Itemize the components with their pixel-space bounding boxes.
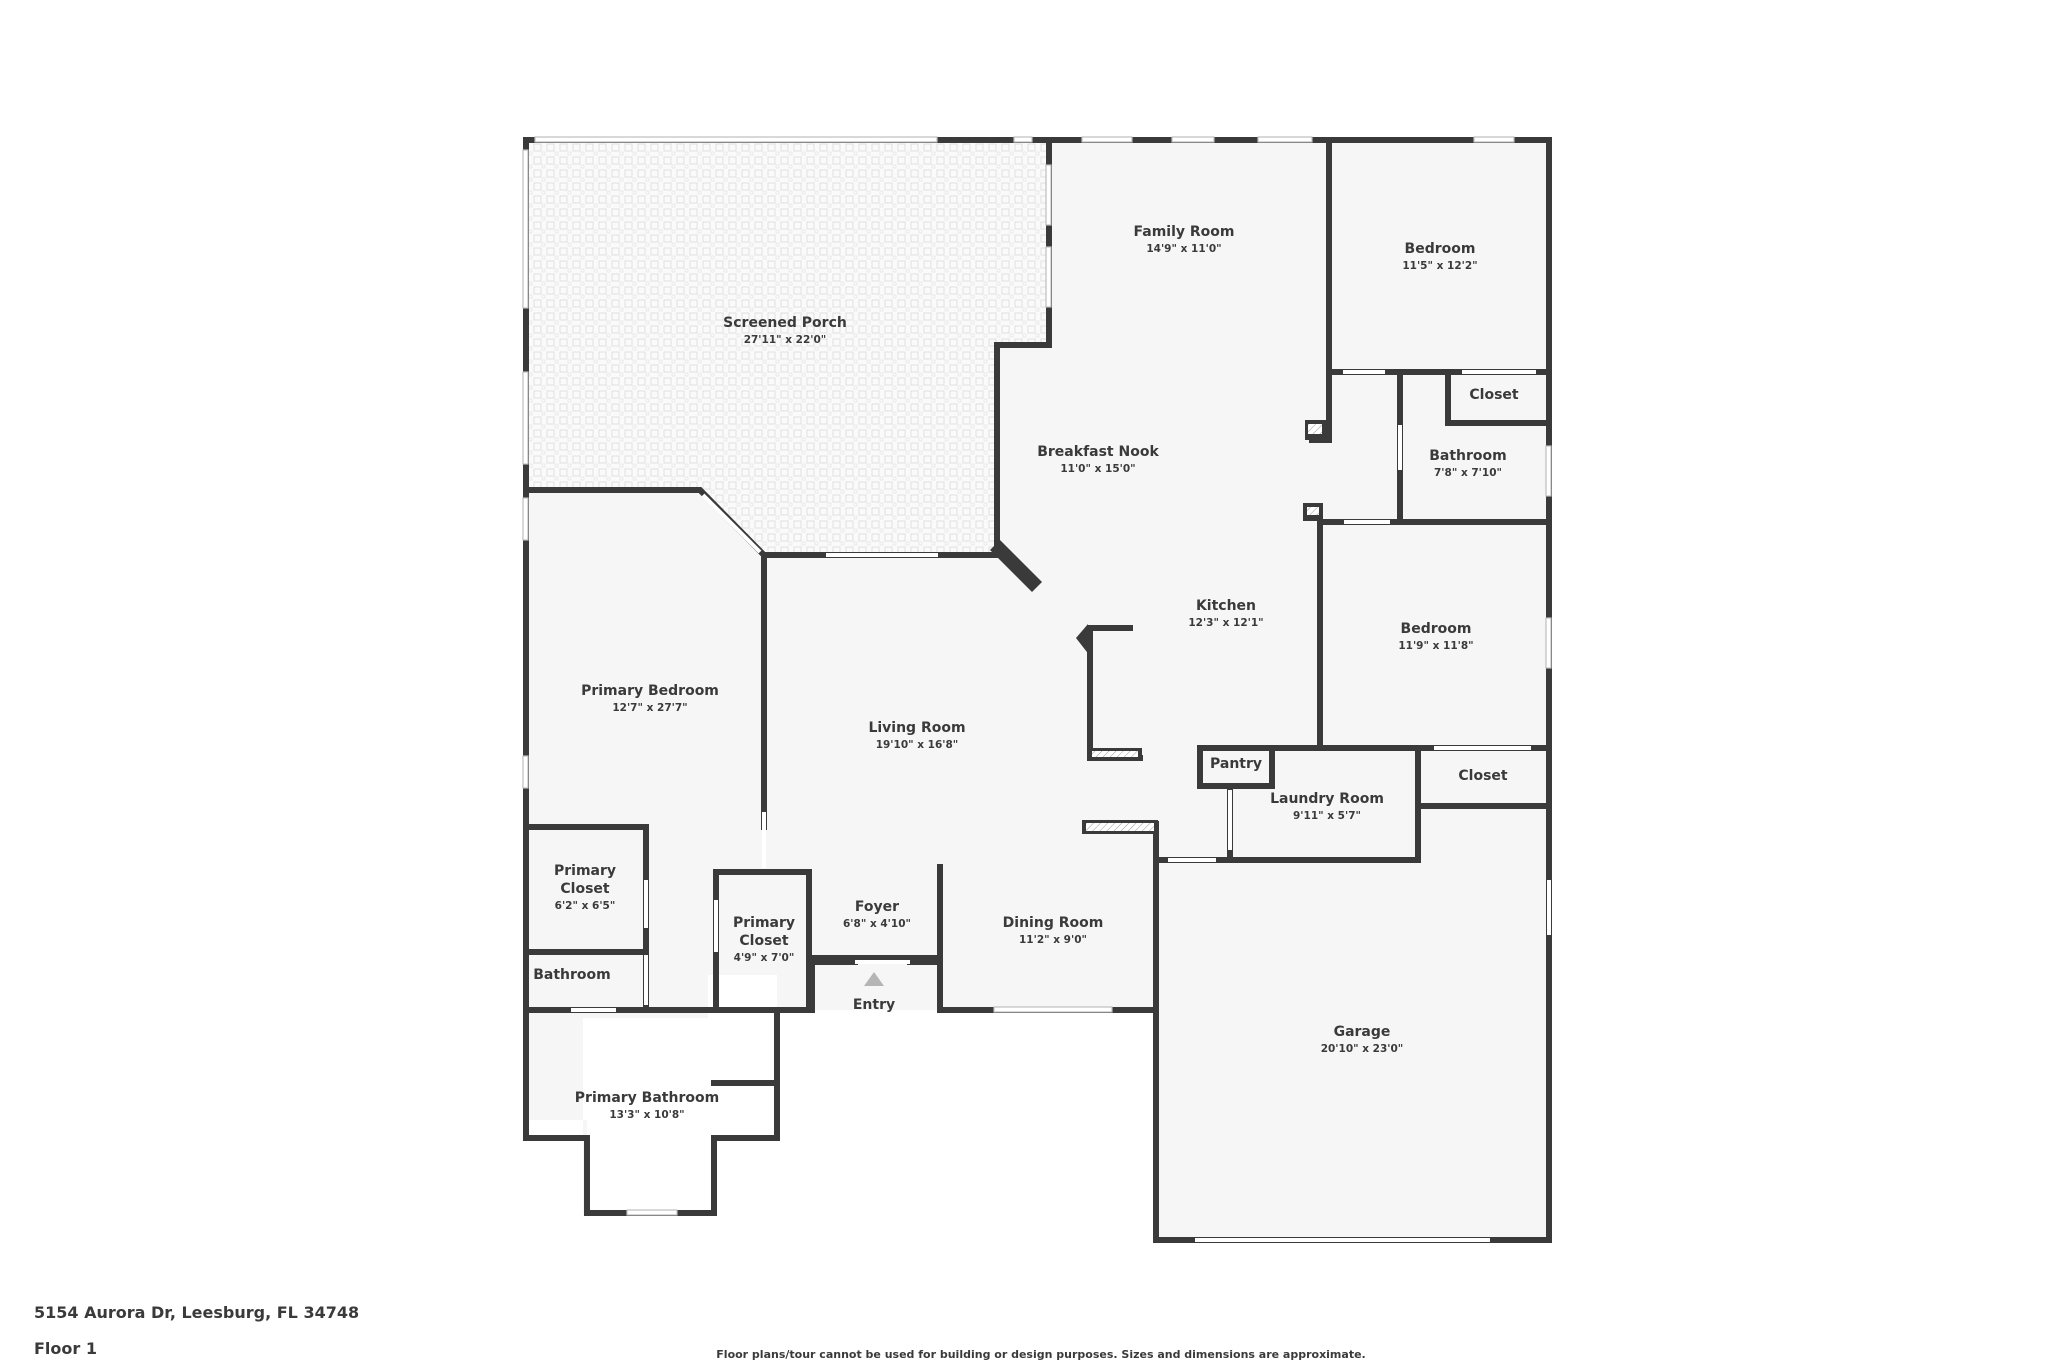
svg-text:Dining Room: Dining Room — [1003, 915, 1104, 931]
svg-text:11'5" x 12'2": 11'5" x 12'2" — [1402, 260, 1477, 272]
entry-arrow-icon — [864, 972, 884, 986]
room-primary-bathroom[interactable]: Primary Bathroom 13'3" x 10'8" — [575, 1090, 719, 1121]
room-bathroom-2[interactable]: Bathroom — [533, 967, 611, 983]
svg-text:Bedroom: Bedroom — [1401, 621, 1472, 637]
svg-text:Primary Bedroom: Primary Bedroom — [581, 683, 719, 699]
screened-porch-floor — [526, 140, 1049, 555]
svg-text:20'10" x 23'0": 20'10" x 23'0" — [1321, 1043, 1404, 1055]
room-living-room[interactable]: Living Room 19'10" x 16'8" — [868, 720, 965, 751]
room-dining-room[interactable]: Dining Room 11'2" x 9'0" — [1003, 915, 1104, 946]
svg-text:12'7" x 27'7": 12'7" x 27'7" — [612, 702, 687, 714]
svg-text:9'11" x 5'7": 9'11" x 5'7" — [1293, 810, 1361, 822]
svg-text:7'8" x 7'10": 7'8" x 7'10" — [1434, 467, 1502, 479]
room-closet-1[interactable]: Closet — [1469, 387, 1519, 403]
svg-text:Primary Bathroom: Primary Bathroom — [575, 1090, 719, 1106]
svg-text:Closet: Closet — [739, 933, 789, 949]
room-family-room[interactable]: Family Room 14'9" x 11'0" — [1134, 224, 1235, 255]
svg-text:12'3" x 12'1": 12'3" x 12'1" — [1188, 617, 1263, 629]
svg-text:Foyer: Foyer — [855, 899, 899, 915]
property-address: 5154 Aurora Dr, Leesburg, FL 34748 — [34, 1303, 360, 1322]
openings — [571, 370, 1551, 1242]
svg-text:Garage: Garage — [1334, 1024, 1391, 1040]
room-pantry[interactable]: Pantry — [1210, 756, 1262, 772]
svg-text:11'2" x 9'0": 11'2" x 9'0" — [1019, 934, 1087, 946]
windows — [522, 136, 1552, 1216]
svg-text:6'2" x 6'5": 6'2" x 6'5" — [555, 900, 616, 912]
svg-text:Primary: Primary — [733, 915, 795, 931]
svg-text:Laundry Room: Laundry Room — [1270, 791, 1384, 807]
svg-text:14'9" x 11'0": 14'9" x 11'0" — [1146, 243, 1221, 255]
floor-fills — [526, 140, 1549, 1240]
room-bedroom-1[interactable]: Bedroom 11'5" x 12'2" — [1402, 241, 1477, 272]
svg-text:27'11" x 22'0": 27'11" x 22'0" — [744, 334, 827, 346]
room-laundry-room[interactable]: Laundry Room 9'11" x 5'7" — [1270, 791, 1384, 822]
svg-text:Breakfast Nook: Breakfast Nook — [1037, 444, 1159, 460]
svg-text:Closet: Closet — [1469, 387, 1519, 403]
room-breakfast-nook[interactable]: Breakfast Nook 11'0" x 15'0" — [1037, 444, 1159, 475]
svg-text:Family Room: Family Room — [1134, 224, 1235, 240]
svg-text:Screened Porch: Screened Porch — [723, 315, 847, 331]
svg-text:Pantry: Pantry — [1210, 756, 1262, 772]
room-kitchen[interactable]: Kitchen 12'3" x 12'1" — [1188, 598, 1263, 629]
room-screened-porch[interactable]: Screened Porch 27'11" x 22'0" — [723, 315, 847, 346]
svg-text:Closet: Closet — [560, 881, 610, 897]
room-foyer[interactable]: Foyer 6'8" x 4'10" — [843, 899, 911, 930]
svg-text:13'3" x 10'8": 13'3" x 10'8" — [609, 1109, 684, 1121]
entry-label: Entry — [853, 997, 895, 1013]
room-bathroom-1[interactable]: Bathroom 7'8" x 7'10" — [1429, 448, 1507, 479]
svg-text:6'8" x 4'10": 6'8" x 4'10" — [843, 918, 911, 930]
svg-text:Living Room: Living Room — [868, 720, 965, 736]
room-primary-closet-2[interactable]: Primary Closet 4'9" x 7'0" — [733, 915, 795, 964]
room-primary-closet-1[interactable]: Primary Closet 6'2" x 6'5" — [554, 863, 616, 912]
disclaimer-text: Floor plans/tour cannot be used for buil… — [716, 1348, 1366, 1361]
svg-text:11'0" x 15'0": 11'0" x 15'0" — [1060, 463, 1135, 475]
svg-text:Kitchen: Kitchen — [1196, 598, 1256, 614]
floor-label: Floor 1 — [34, 1339, 97, 1358]
svg-text:Primary: Primary — [554, 863, 616, 879]
svg-text:19'10" x 16'8": 19'10" x 16'8" — [876, 739, 959, 751]
room-garage[interactable]: Garage 20'10" x 23'0" — [1321, 1024, 1404, 1055]
svg-text:4'9" x 7'0": 4'9" x 7'0" — [734, 952, 795, 964]
room-closet-2[interactable]: Closet — [1458, 768, 1508, 784]
room-primary-bedroom[interactable]: Primary Bedroom 12'7" x 27'7" — [581, 683, 719, 714]
room-bedroom-2[interactable]: Bedroom 11'9" x 11'8" — [1398, 621, 1473, 652]
svg-text:Closet: Closet — [1458, 768, 1508, 784]
svg-text:Bathroom: Bathroom — [1429, 448, 1507, 464]
svg-text:11'9" x 11'8": 11'9" x 11'8" — [1398, 640, 1473, 652]
svg-text:Bedroom: Bedroom — [1405, 241, 1476, 257]
svg-text:Bathroom: Bathroom — [533, 967, 611, 983]
